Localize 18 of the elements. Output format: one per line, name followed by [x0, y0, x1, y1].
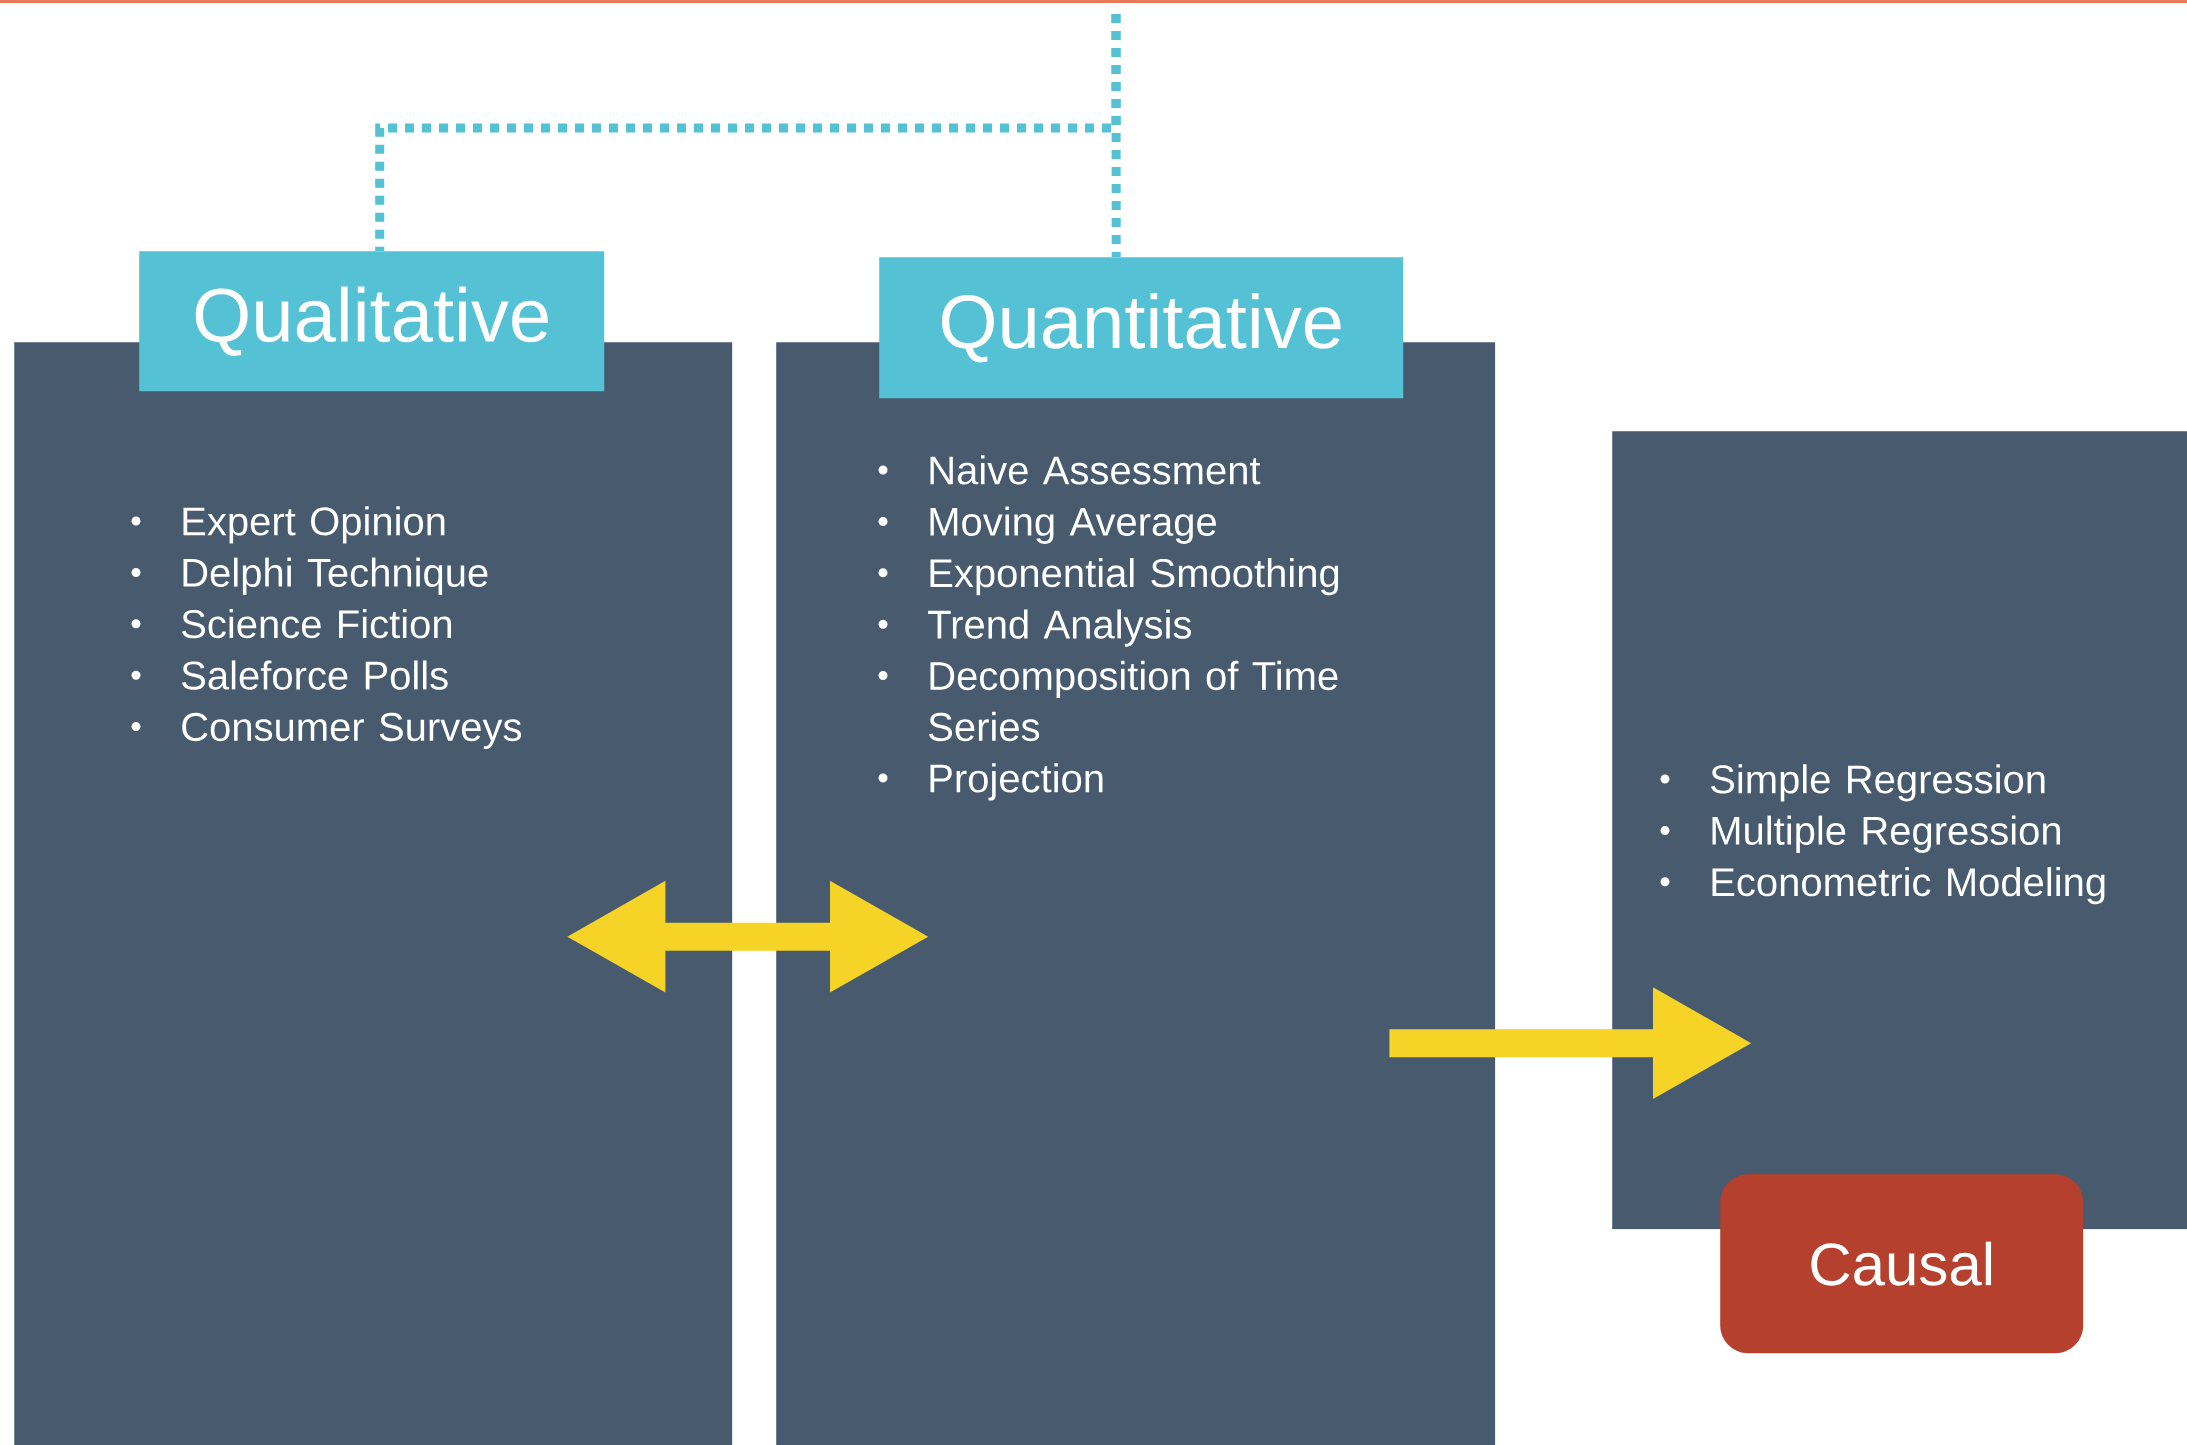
- bullet-item: Decomposition of Time Series: [878, 660, 1338, 742]
- bullet-item: Trend Analysis: [878, 609, 1191, 647]
- bullet-item: Saleforce Polls: [131, 660, 448, 690]
- bullet-item: Expert Opinion: [131, 506, 445, 544]
- causal-button: Causal: [1720, 1174, 2084, 1354]
- bullet-item: Projection: [878, 763, 1103, 801]
- bullet-item: Econometric Modeling: [1660, 867, 2105, 905]
- bullet-item: Science Fiction: [131, 609, 451, 639]
- bullet-item: Moving Average: [878, 506, 1216, 544]
- bullet-item: Exponential Smoothing: [878, 558, 1339, 596]
- bullet-item: Naive Assessment: [878, 455, 1261, 485]
- bullet-item: Consumer Surveys: [131, 712, 522, 750]
- heading-tab: Qualitative: [139, 251, 605, 392]
- connector-line: [1111, 13, 1121, 257]
- bullet-item: Delphi Technique: [131, 557, 488, 595]
- heading-tab: Quantitative: [879, 257, 1404, 399]
- bullet-item: Simple Regression: [1660, 764, 2045, 802]
- bullet-item: Multiple Regression: [1660, 815, 2060, 853]
